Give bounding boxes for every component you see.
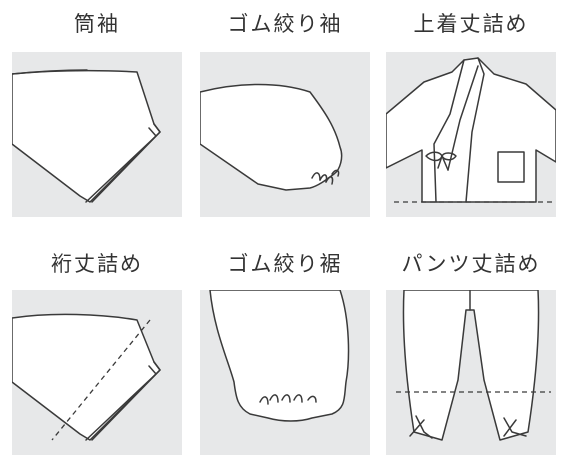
sleeve-length-icon [12,290,182,455]
elastic-hem-icon [200,290,370,455]
option-label: ゴム絞り裾 [227,252,343,276]
tube-sleeve-icon [12,52,182,217]
option-label: ゴム絞り袖 [227,12,343,36]
option-label: 筒袖 [74,12,120,36]
elastic-sleeve-icon [200,52,370,217]
option-label: パンツ丈詰め [401,252,541,276]
option-label: 上着丈詰め [413,12,529,36]
pants-length-icon [386,290,556,455]
option-label: 裄丈詰め [51,252,143,276]
jacket-hem-icon [386,52,556,217]
